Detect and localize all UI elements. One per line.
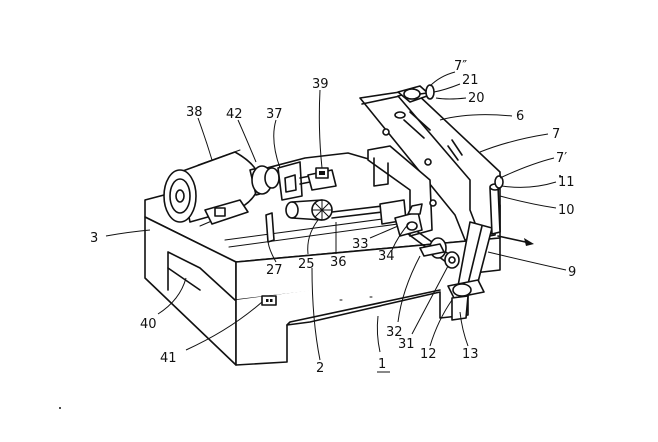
ref-42: 42 [226, 107, 243, 122]
ref-40: 40 [140, 317, 157, 332]
ref-39: 39 [312, 77, 329, 92]
ref-37: 37 [266, 107, 283, 122]
ref-21: 21 [462, 73, 479, 88]
ref-3: 3 [90, 231, 98, 246]
ref-11: 11 [558, 175, 575, 190]
tool-arm [394, 175, 534, 321]
reference-numerals: 38 42 37 39 7″ 21 20 6 7 7′ 11 10 9 3 27… [90, 59, 576, 376]
ref-6: 6 [516, 109, 524, 124]
ref-10: 10 [558, 203, 575, 218]
ref-25: 25 [298, 257, 315, 272]
ref-32: 32 [386, 325, 403, 340]
ref-7-double-prime: 7″ [454, 59, 467, 74]
speck [59, 407, 61, 409]
ref-38: 38 [186, 105, 203, 120]
motor [163, 149, 280, 227]
ref-33: 33 [352, 237, 369, 252]
speck [559, 175, 561, 177]
ref-1: 1 [378, 357, 386, 372]
ref-20: 20 [468, 91, 485, 106]
ref-2: 2 [316, 361, 324, 376]
ref-34: 34 [378, 249, 395, 264]
leader-lines [105, 71, 567, 361]
ref-7-prime: 7′ [556, 151, 567, 166]
ref-7: 7 [552, 127, 560, 142]
ref-31: 31 [398, 337, 415, 352]
ref-9: 9 [568, 265, 576, 280]
ref-36: 36 [330, 255, 347, 270]
ref-12: 12 [420, 347, 437, 362]
ref-41: 41 [160, 351, 177, 366]
ref-13: 13 [462, 347, 479, 362]
ref-27: 27 [266, 263, 283, 278]
